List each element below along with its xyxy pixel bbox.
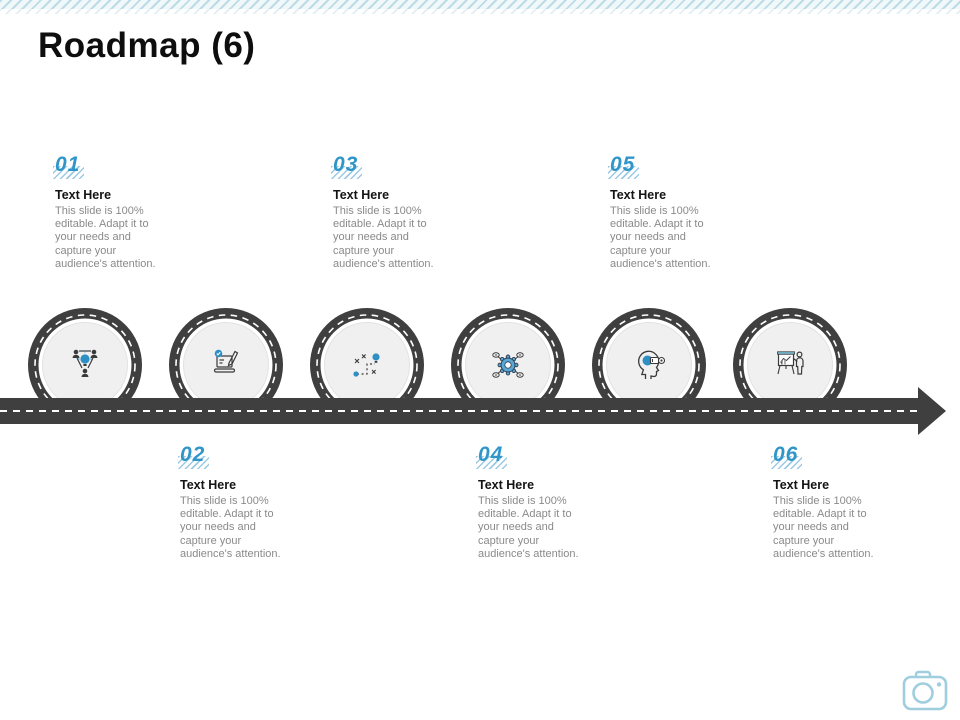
number-hatch-decoration	[476, 456, 507, 469]
step-heading: Text Here	[180, 478, 237, 492]
step-body: This slide is 100% editable. Adapt it to…	[478, 495, 579, 560]
step-number-wrap: 01	[53, 153, 177, 186]
road-loop-4	[446, 303, 570, 427]
step-body: This slide is 100% editable. Adapt it to…	[333, 205, 434, 270]
step-body: This slide is 100% editable. Adapt it to…	[773, 495, 874, 560]
step-number: 03	[333, 153, 359, 176]
team-idea-icon	[72, 349, 98, 377]
step-body: This slide is 100% editable. Adapt it to…	[610, 205, 711, 270]
step-block-01: 01 Text Here This slide is 100% editable…	[53, 153, 177, 271]
step-heading: Text Here	[333, 188, 390, 202]
step-block-04: 04 Text Here This slide is 100% editable…	[476, 443, 600, 561]
route-plan-icon	[353, 353, 380, 377]
road-loop-3	[305, 303, 429, 427]
step-number: 04	[478, 443, 504, 466]
step-number: 05	[610, 153, 636, 176]
number-hatch-decoration	[608, 166, 639, 179]
road-center-dashes	[0, 410, 918, 412]
step-number: 06	[773, 443, 799, 466]
step-number: 01	[55, 153, 81, 176]
step-number-wrap: 03	[331, 153, 455, 186]
road-loop-6	[728, 303, 852, 427]
step-heading: Text Here	[478, 478, 535, 492]
step-number-wrap: 02	[178, 443, 302, 476]
road-arrow-head	[918, 387, 946, 435]
step-block-03: 03 Text Here This slide is 100% editable…	[331, 153, 455, 271]
road-loop-5	[587, 303, 711, 427]
step-heading: Text Here	[610, 188, 667, 202]
number-hatch-decoration	[331, 166, 362, 179]
step-block-05: 05 Text Here This slide is 100% editable…	[608, 153, 732, 271]
road-band	[0, 398, 918, 424]
step-number-wrap: 04	[476, 443, 600, 476]
presentation-board-icon	[777, 351, 804, 375]
number-hatch-decoration	[178, 456, 209, 469]
number-hatch-decoration	[771, 456, 802, 469]
laptop-edit-icon	[213, 349, 239, 373]
page-title: Roadmap (6)	[38, 26, 256, 65]
step-number: 02	[180, 443, 206, 466]
number-hatch-decoration	[53, 166, 84, 179]
step-number-wrap: 06	[771, 443, 895, 476]
head-projection-icon	[638, 350, 666, 379]
camera-icon	[902, 670, 948, 711]
step-body: This slide is 100% editable. Adapt it to…	[55, 205, 156, 270]
step-number-wrap: 05	[608, 153, 732, 186]
step-body: This slide is 100% editable. Adapt it to…	[180, 495, 281, 560]
top-stripe-border-faint	[0, 9, 960, 14]
step-heading: Text Here	[773, 478, 830, 492]
step-heading: Text Here	[55, 188, 112, 202]
gear-network-icon	[492, 352, 524, 378]
step-block-02: 02 Text Here This slide is 100% editable…	[178, 443, 302, 561]
top-stripe-border	[0, 0, 960, 9]
step-block-06: 06 Text Here This slide is 100% editable…	[771, 443, 895, 561]
